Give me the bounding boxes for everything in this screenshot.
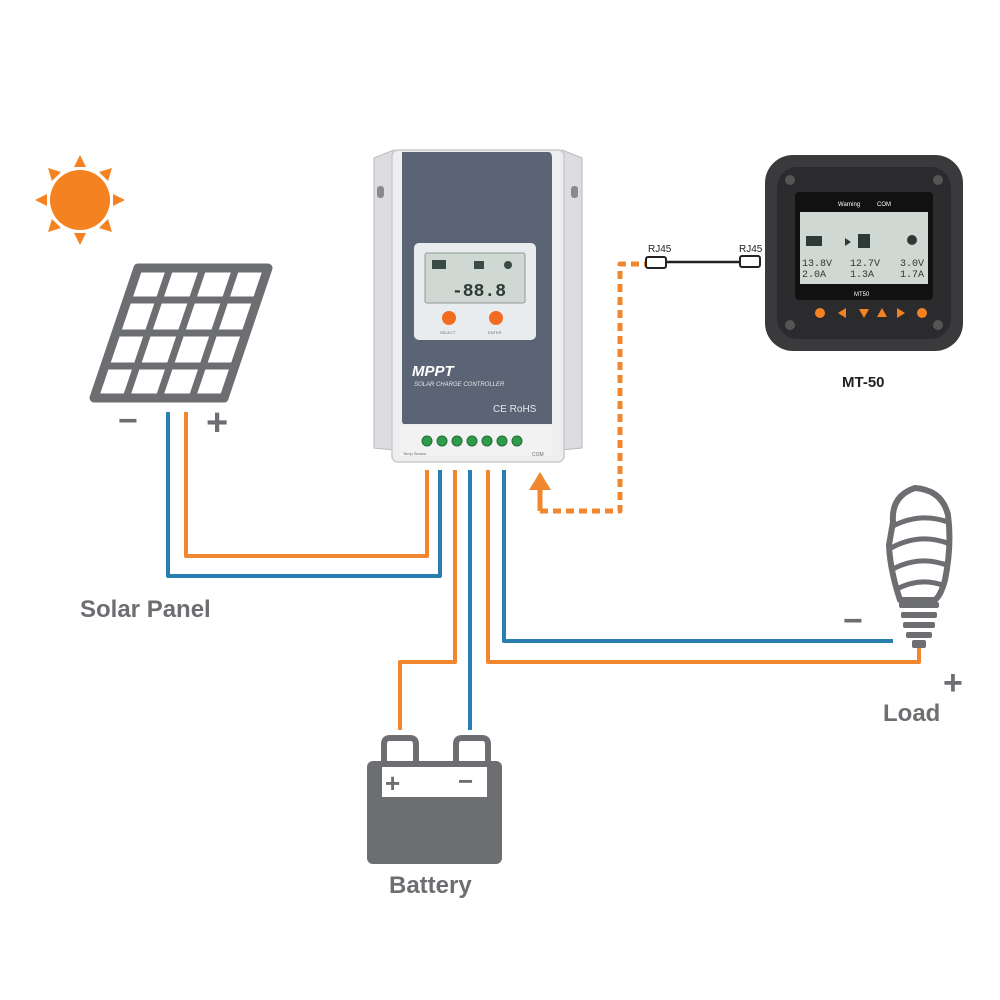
battery-label: Battery (389, 872, 472, 899)
bulb-base (899, 602, 939, 648)
meter-model-label: MT50 (854, 292, 870, 298)
com-port-label: COM (532, 452, 544, 458)
rj45-right-label: RJ45 (739, 244, 763, 255)
load-positive-wire (486, 470, 921, 664)
meter-down-button[interactable] (877, 308, 887, 317)
solar-minus-sign: − (118, 402, 138, 440)
meter-pv-current: 2.0A (802, 270, 826, 281)
mt50-remote-meter: Warning COM 13.8V 2.0A 12.7V 1.3A 3.0V 1… (765, 155, 963, 351)
charge-controller: -88.8 SELECT ENTER MPPT SOLAR CHARGE CON… (373, 149, 583, 463)
terminal-block (421, 435, 523, 447)
battery-positive-wire (398, 470, 457, 730)
battery-icon (367, 735, 502, 864)
meter-battery-voltage: 12.7V (850, 259, 880, 270)
solar-positive-wire (184, 412, 429, 558)
load-label: Load (883, 700, 940, 727)
controller-brand: MPPT (412, 363, 456, 380)
load-negative-wire (502, 470, 893, 643)
solar-negative-wire (166, 412, 442, 578)
meter-load-current: 1.7A (900, 270, 924, 281)
controller-cert: CE RoHS (493, 404, 537, 415)
rj45-cable-dashed (540, 261, 648, 514)
solar-panel-icon (89, 263, 273, 403)
meter-com-label: COM (877, 202, 891, 208)
com-arrow (529, 472, 551, 511)
battery-plus-sign: + (385, 768, 400, 798)
controller-subtitle: SOLAR CHARGE CONTROLLER (414, 382, 505, 388)
meter-esc-button[interactable] (815, 308, 825, 318)
meter-label: MT-50 (842, 374, 885, 391)
meter-battery-current: 1.3A (850, 270, 874, 281)
battery-minus-sign: − (458, 766, 473, 796)
meter-ok-button[interactable] (917, 308, 927, 318)
enter-button-label: ENTER (488, 330, 502, 335)
meter-lcd-icons (806, 234, 917, 248)
wires (166, 260, 921, 730)
meter-pv-voltage: 13.8V (802, 259, 832, 270)
rj45-plug-left (645, 256, 667, 269)
sun-icon (35, 155, 125, 245)
meter-left-button[interactable] (838, 308, 846, 318)
load-minus-sign: − (843, 602, 863, 640)
light-bulb-icon (886, 485, 953, 603)
select-button[interactable] (442, 311, 456, 325)
rj45-plug-right (739, 255, 761, 268)
meter-warning-label: Warning (838, 202, 860, 208)
rj45-left-label: RJ45 (648, 244, 672, 255)
select-button-label: SELECT (440, 330, 456, 335)
solar-panel-label: Solar Panel (80, 596, 211, 623)
temp-sensor-label: Temp Sensor (403, 451, 427, 456)
meter-up-button[interactable] (859, 309, 869, 318)
meter-load-voltage: 3.0V (900, 259, 924, 270)
meter-right-button[interactable] (897, 308, 905, 318)
solar-plus-sign: + (206, 402, 228, 444)
controller-display-value: -88.8 (452, 282, 506, 302)
load-plus-sign: + (943, 664, 963, 702)
enter-button[interactable] (489, 311, 503, 325)
